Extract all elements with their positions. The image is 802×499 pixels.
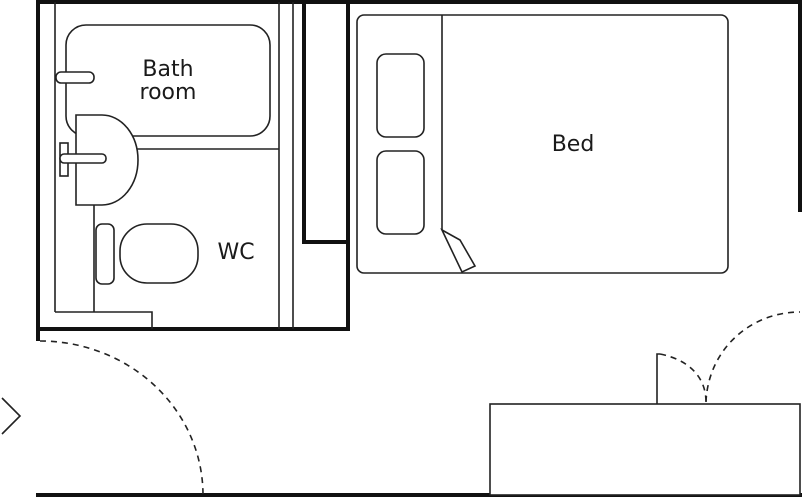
entrance-door	[1, 340, 204, 496]
bed-frame	[356, 14, 729, 274]
desk	[489, 403, 801, 496]
entrance-arrow-icon	[1, 397, 22, 435]
sink-basin	[75, 114, 139, 206]
bathroom-right-wall	[36, 0, 350, 331]
partitions	[54, 2, 294, 329]
pillow-top	[376, 53, 425, 138]
sink	[59, 114, 139, 206]
sink-faucet	[59, 153, 107, 164]
bathroom-label-line2: room	[140, 80, 197, 105]
toilet: WC	[95, 223, 255, 285]
closet-door-swing-left	[659, 353, 707, 403]
desk-area	[489, 311, 801, 496]
bed-sheet-fold	[440, 228, 477, 274]
wc-label: WC	[217, 240, 254, 265]
bed-label: Bed	[552, 132, 595, 157]
closet-wall	[302, 0, 350, 244]
wc-step	[55, 311, 153, 329]
bath-faucet	[55, 71, 95, 84]
bathroom-label-line1: Bath	[142, 57, 193, 82]
closet-door-leaf	[656, 353, 660, 404]
bathroom-outer-wall	[36, 0, 350, 341]
closet-door-swing-right	[705, 311, 801, 403]
toilet-bowl	[119, 223, 199, 284]
entrance-door-swing	[39, 340, 204, 496]
bathtub: Bath room	[55, 24, 271, 137]
toilet-tank	[95, 223, 115, 285]
bed: Bed	[356, 14, 729, 274]
pillow-bottom	[376, 150, 425, 235]
